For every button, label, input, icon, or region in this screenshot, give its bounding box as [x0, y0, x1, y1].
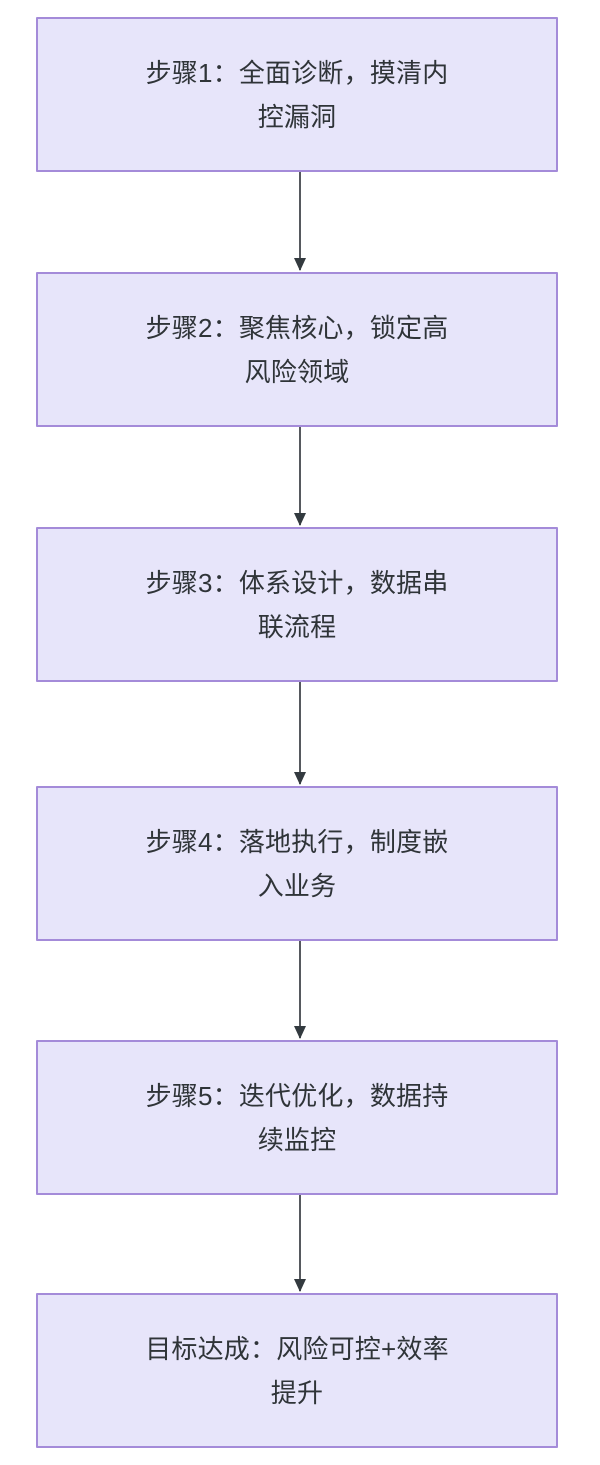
arrow-down-icon [294, 258, 306, 271]
flowchart-node-step3[interactable]: 步骤3：体系设计，数据串 联流程 [36, 527, 558, 682]
edge-line [299, 172, 301, 270]
flowchart-edge-step1-step2 [294, 172, 306, 271]
flowchart-edge-step4-step5 [294, 941, 306, 1039]
edge-line [299, 682, 301, 784]
arrow-down-icon [294, 513, 306, 526]
flowchart-edge-step5-goal [294, 1195, 306, 1292]
arrow-down-icon [294, 1026, 306, 1039]
flowchart-edge-step3-step4 [294, 682, 306, 785]
node-label: 步骤4：落地执行，制度嵌 入业务 [145, 826, 449, 901]
edge-line [299, 941, 301, 1038]
edge-line [299, 427, 301, 525]
node-label: 步骤2：聚焦核心，锁定高 风险领域 [145, 312, 449, 387]
flowchart-node-step4[interactable]: 步骤4：落地执行，制度嵌 入业务 [36, 786, 558, 941]
flowchart-node-step1[interactable]: 步骤1：全面诊断，摸清内 控漏洞 [36, 17, 558, 172]
node-label: 步骤1：全面诊断，摸清内 控漏洞 [145, 57, 449, 132]
node-label: 步骤5：迭代优化，数据持 续监控 [145, 1080, 449, 1155]
node-label: 步骤3：体系设计，数据串 联流程 [145, 567, 449, 642]
flowchart-node-step5[interactable]: 步骤5：迭代优化，数据持 续监控 [36, 1040, 558, 1195]
flowchart-edge-step2-step3 [294, 427, 306, 526]
arrow-down-icon [294, 772, 306, 785]
flowchart-node-step2[interactable]: 步骤2：聚焦核心，锁定高 风险领域 [36, 272, 558, 427]
edge-line [299, 1195, 301, 1291]
node-label: 目标达成：风险可控+效率 提升 [145, 1333, 449, 1408]
arrow-down-icon [294, 1279, 306, 1292]
flowchart-node-goal[interactable]: 目标达成：风险可控+效率 提升 [36, 1293, 558, 1448]
